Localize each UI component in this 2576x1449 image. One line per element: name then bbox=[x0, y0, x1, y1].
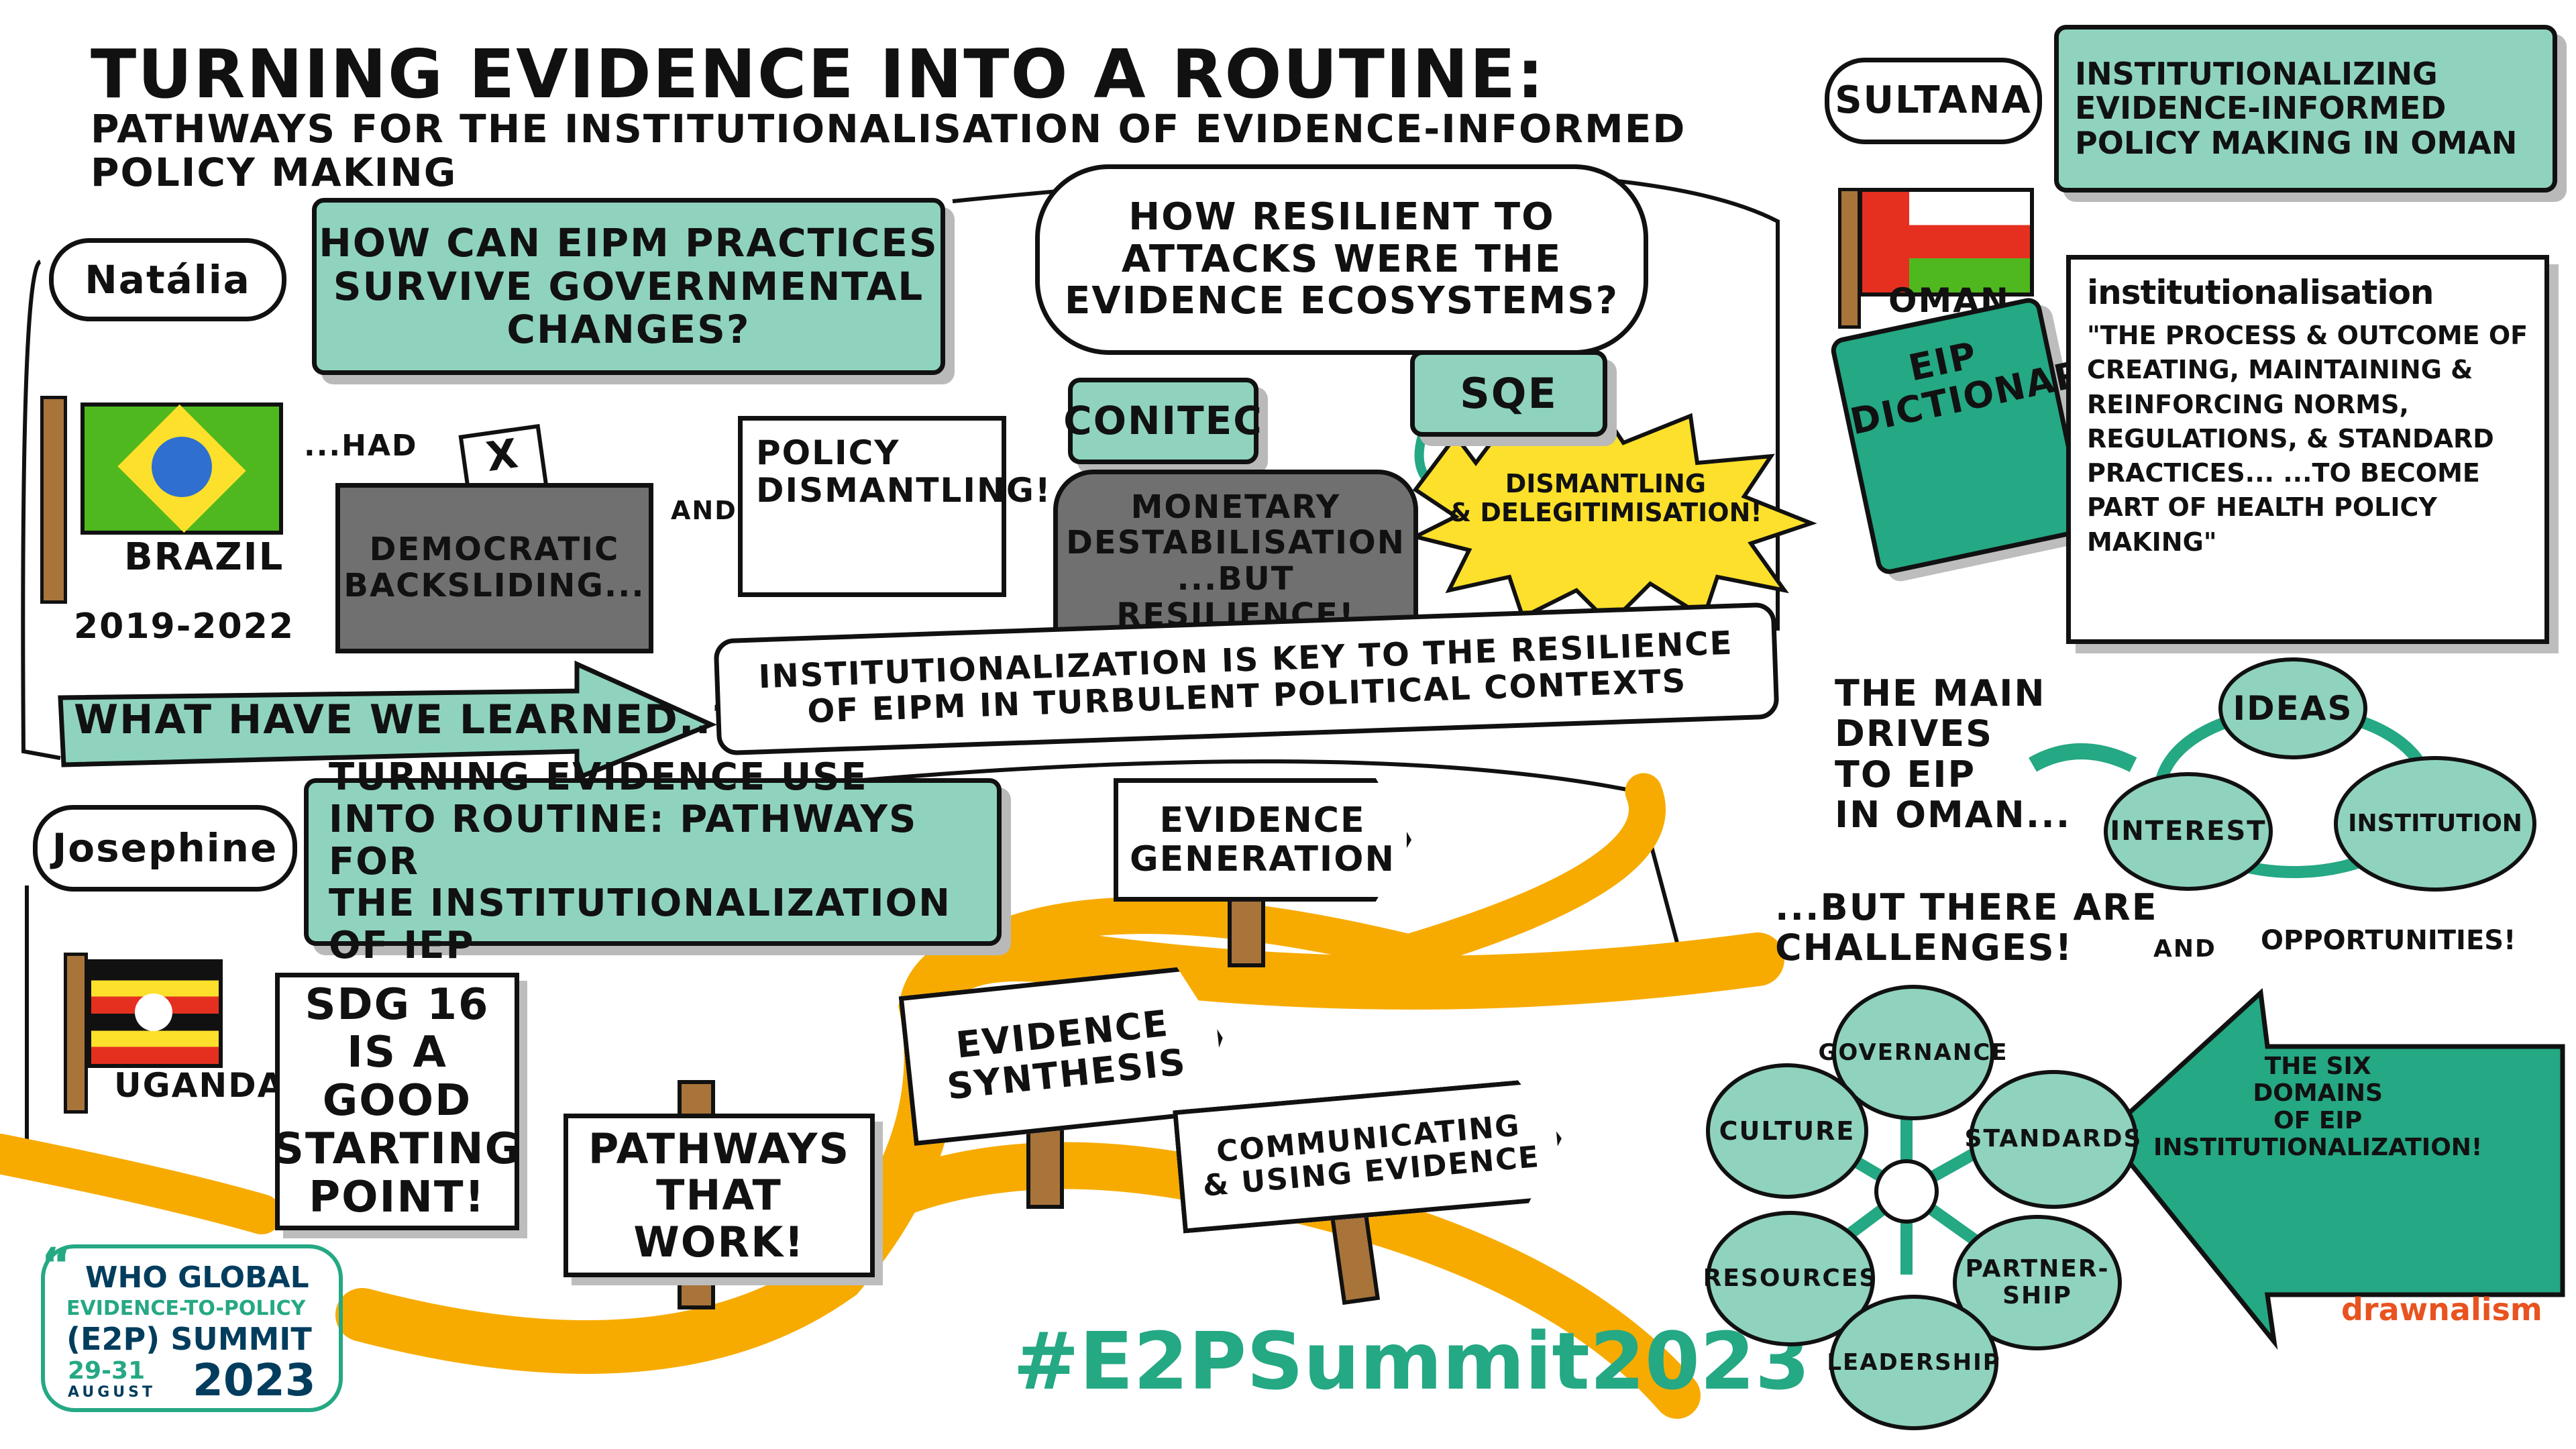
domain-culture: Culture bbox=[1706, 1063, 1868, 1199]
sdg16-sign: SDG 16 is a good starting point! bbox=[273, 973, 520, 1230]
road-left bbox=[0, 1134, 282, 1234]
sign-evidence-generation: Evidence generation bbox=[1114, 778, 1411, 902]
drawnalism-logo: drawnalism bbox=[2341, 1291, 2542, 1328]
what-have-we-learned: What have we learned..? bbox=[74, 696, 737, 743]
definition-text: "The process & outcome of creating, main… bbox=[2087, 321, 2528, 557]
and-opportunities-connector: and bbox=[2153, 935, 2216, 963]
driver-ideas: Ideas bbox=[2218, 657, 2367, 759]
had-label: ...had bbox=[304, 429, 418, 463]
who-e2p-logo: “ WHO GLOBAL EVIDENCE-TO-POLICY (E2P) SU… bbox=[41, 1238, 343, 1412]
main-drivers-label: The main drives to EIP in Oman... bbox=[1835, 672, 2072, 837]
driver-institution: Institution bbox=[2334, 756, 2536, 892]
logo-line2: EVIDENCE-TO-POLICY bbox=[66, 1297, 306, 1320]
sqe-label: SQE bbox=[1410, 350, 1607, 437]
logo-line1: WHO GLOBAL bbox=[85, 1260, 309, 1295]
domains-hub bbox=[1874, 1159, 1939, 1224]
uganda-topic-box: Turning evidence use into routine: pathw… bbox=[304, 756, 1002, 967]
page-subtitle: Pathways for the institutionalisation of… bbox=[91, 106, 1686, 195]
domain-leadership: Leadership bbox=[1827, 1295, 2000, 1430]
drivers-arrow-icon bbox=[2029, 743, 2137, 772]
road-upper bbox=[934, 773, 1666, 985]
six-domains-label: The six domains of EIP institutionalizat… bbox=[2153, 1053, 2483, 1161]
brazil-years: 2019-2022 bbox=[74, 606, 295, 647]
ballot-box: Democratic backsliding... bbox=[335, 483, 653, 653]
brazil-flag-icon bbox=[80, 402, 283, 535]
uganda-flag-icon bbox=[87, 959, 223, 1068]
speaker-natalia: Natália bbox=[49, 238, 286, 321]
brazil-frame-line bbox=[21, 260, 61, 760]
uganda-flag-pole bbox=[64, 953, 88, 1114]
ballot-mark: X bbox=[483, 430, 523, 482]
opportunities-label: opportunities! bbox=[2261, 925, 2516, 956]
brazil-flag-pole bbox=[40, 396, 67, 604]
definition-title: institutionalisation bbox=[2087, 273, 2434, 312]
logo-dates: 29-31 bbox=[68, 1357, 146, 1385]
logo-line3: (E2P) SUMMIT bbox=[66, 1321, 312, 1357]
policy-dismantling-paper: Policy dismantling! bbox=[738, 416, 1051, 597]
oman-topic-box: Institutionalizing evidence-informed pol… bbox=[2054, 25, 2557, 193]
speaker-sultana: Sultana bbox=[1825, 58, 2042, 144]
driver-interest: Interest bbox=[2104, 772, 2273, 891]
challenges-label: ...but there are challenges! bbox=[1775, 886, 2158, 969]
page-title: Turning evidence into a routine: bbox=[91, 35, 1546, 113]
learned-arrow bbox=[58, 660, 717, 782]
speaker-josephine: Josephine bbox=[33, 805, 297, 892]
sign-pathways: Pathways that work! bbox=[564, 1114, 875, 1277]
dismantling-burst-text: Dismantling & delegitimisation! bbox=[1449, 469, 1762, 527]
oman-flag-pole bbox=[1838, 188, 1861, 329]
quote-icon: “ bbox=[41, 1238, 72, 1293]
resilience-question-bubble: How resilient to attacks were the eviden… bbox=[1035, 164, 1648, 355]
six-domains-arrow bbox=[2103, 987, 2565, 1350]
uganda-frame-top bbox=[737, 759, 1693, 994]
brazil-question-box: How can EIPM practices survive governmen… bbox=[312, 198, 945, 375]
domain-standards: Standards bbox=[1965, 1070, 2141, 1209]
oman-flag-icon bbox=[1858, 188, 2034, 297]
and-label: and bbox=[671, 496, 737, 525]
definition-paper: institutionalisation "The process & outc… bbox=[2066, 255, 2549, 644]
logo-year: 2023 bbox=[193, 1354, 316, 1406]
logo-month: AUGUST bbox=[68, 1384, 156, 1401]
uganda-label: Uganda bbox=[114, 1066, 285, 1105]
conitec-label: CONITEC bbox=[1063, 378, 1262, 464]
domain-governance: Governance bbox=[1818, 985, 2007, 1120]
hashtag: #E2PSummit2023 bbox=[1013, 1315, 1811, 1407]
brazil-label: Brazil bbox=[124, 535, 284, 579]
